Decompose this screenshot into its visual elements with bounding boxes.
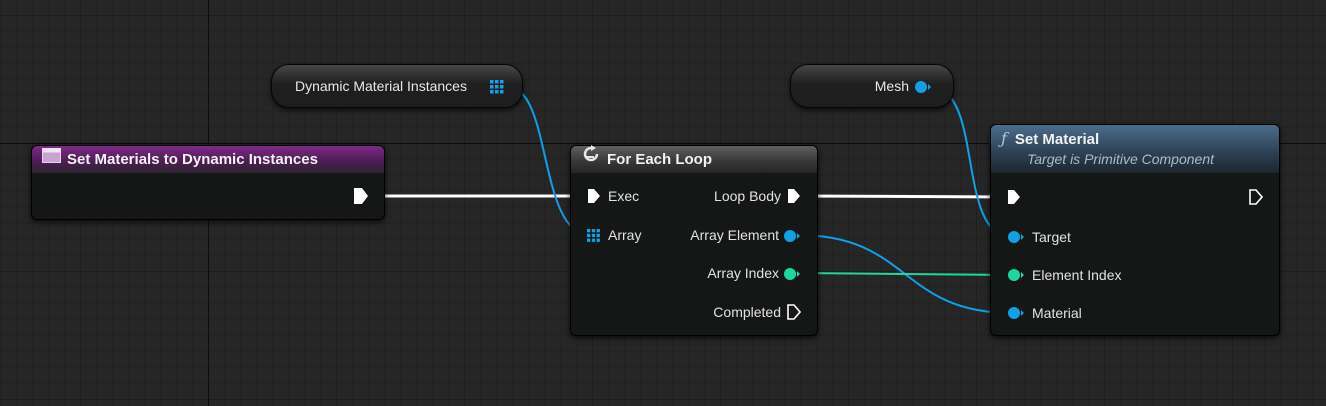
exec-wire-loop-to-setmaterial	[799, 194, 1011, 199]
foreach-node-title: For Each Loop	[607, 151, 712, 168]
exec-out-pin[interactable]	[353, 187, 369, 205]
function-icon: ƒ	[1001, 129, 1007, 148]
custom-event-icon	[42, 145, 61, 172]
material-in-pin[interactable]	[1007, 306, 1025, 320]
pin-label-target: Target	[1032, 229, 1071, 245]
var-label: Dynamic Material Instances	[295, 78, 467, 94]
var-node-mesh[interactable]: Mesh	[790, 64, 954, 108]
exec-in-pin[interactable]	[1007, 189, 1021, 205]
foreach-loop-node[interactable]: For Each Loop Exec Array Loop Body Array…	[570, 145, 818, 336]
set-material-subtitle: Target is Primitive Component	[1027, 151, 1215, 167]
pin-label-completed: Completed	[713, 304, 781, 320]
foreach-node-header: For Each Loop	[571, 145, 817, 173]
event-node-header: Set Materials to Dynamic Instances	[32, 146, 384, 173]
pin-label-array-element: Array Element	[690, 227, 779, 243]
element-index-in-pin[interactable]	[1007, 268, 1025, 282]
pin-label-loop-body: Loop Body	[714, 188, 781, 204]
exec-in-pin[interactable]	[587, 188, 601, 204]
pin-label-exec: Exec	[608, 188, 640, 204]
array-grid-icon[interactable]	[490, 80, 504, 94]
pin-label-array-index: Array Index	[707, 265, 779, 281]
var-label: Mesh	[874, 78, 909, 94]
pin-label-element-index: Element Index	[1032, 267, 1122, 283]
pin-label-material: Material	[1032, 305, 1082, 321]
set-material-header: ƒ Set Material Target is Primitive Compon…	[991, 125, 1279, 173]
set-material-title: Set Material	[1014, 131, 1100, 148]
set-material-node[interactable]: ƒ Set Material Target is Primitive Compon…	[990, 124, 1280, 336]
exec-out-pin[interactable]	[1249, 189, 1263, 205]
event-node-title: Set Materials to Dynamic Instances	[67, 151, 318, 168]
pin-label-array: Array	[608, 227, 642, 243]
loop-body-out-pin[interactable]	[787, 188, 801, 204]
completed-out-pin[interactable]	[787, 304, 801, 320]
var-node-dynamic-material-instances[interactable]: Dynamic Material Instances	[271, 64, 523, 108]
array-element-out-pin[interactable]	[783, 229, 801, 243]
array-index-out-pin[interactable]	[783, 267, 801, 281]
loop-icon	[581, 145, 601, 172]
event-node-set-materials[interactable]: Set Materials to Dynamic Instances	[31, 145, 385, 220]
index-wire	[797, 272, 1013, 276]
target-in-pin[interactable]	[1007, 230, 1025, 244]
object-out-pin[interactable]	[914, 80, 932, 94]
array-in-pin[interactable]	[587, 229, 600, 242]
